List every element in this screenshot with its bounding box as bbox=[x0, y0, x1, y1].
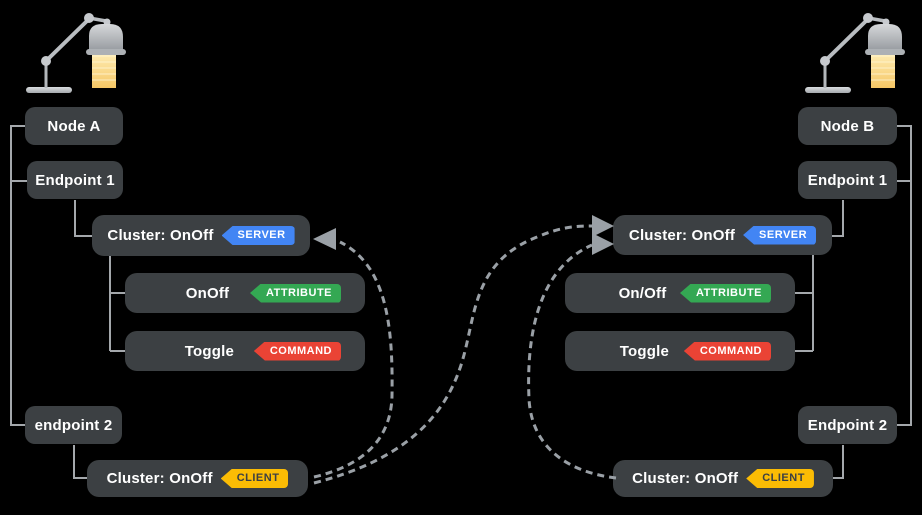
client-badge: CLIENT bbox=[746, 469, 814, 488]
client-badge: CLIENT bbox=[220, 469, 289, 488]
node-b-endpoint2-box: Endpoint 2 bbox=[798, 406, 897, 444]
attribute-badge: ATTRIBUTE bbox=[249, 283, 341, 303]
attribute-a-label: OnOff bbox=[185, 284, 230, 302]
command-badge: COMMAND bbox=[683, 341, 771, 361]
desk-lamp-icon bbox=[803, 11, 907, 95]
cluster-server-b-label: Cluster: OnOff bbox=[628, 226, 736, 244]
node-a-endpoint2-box: endpoint 2 bbox=[25, 406, 122, 444]
command-badge: COMMAND bbox=[253, 341, 341, 361]
arrowhead-into-server-a bbox=[313, 228, 336, 250]
arrowhead-into-server-b-upper bbox=[592, 215, 614, 237]
attribute-b-label: On/Off bbox=[618, 284, 667, 302]
cluster-client-b-label: Cluster: OnOff bbox=[632, 470, 739, 487]
node-a-cluster-server-box: Cluster: OnOff SERVER bbox=[92, 215, 310, 256]
command-b-label: Toggle bbox=[619, 342, 670, 360]
node-a-cluster-client-box: Cluster: OnOff CLIENT bbox=[87, 460, 308, 497]
attribute-badge: ATTRIBUTE bbox=[679, 283, 771, 303]
node-a-attribute-box: OnOff ATTRIBUTE bbox=[125, 273, 365, 313]
endpoint2-a-label: endpoint 2 bbox=[34, 416, 113, 434]
cluster-client-a-label: Cluster: OnOff bbox=[106, 470, 213, 487]
node-b-box: Node B bbox=[798, 107, 897, 145]
server-badge: SERVER bbox=[743, 225, 817, 245]
node-b-endpoint1-box: Endpoint 1 bbox=[798, 161, 897, 199]
node-b-label: Node B bbox=[820, 117, 875, 135]
node-a-label: Node A bbox=[47, 117, 101, 135]
endpoint1-b-label: Endpoint 1 bbox=[807, 171, 888, 189]
endpoint2-b-label: Endpoint 2 bbox=[807, 416, 888, 434]
node-b-cluster-server-box: Cluster: OnOff SERVER bbox=[613, 215, 832, 255]
node-a-box: Node A bbox=[25, 107, 123, 145]
arrowhead-into-server-b-lower bbox=[592, 233, 614, 255]
node-b-cluster-client-box: Cluster: OnOff CLIENT bbox=[613, 460, 833, 497]
desk-lamp-icon bbox=[24, 11, 128, 95]
endpoint1-a-label: Endpoint 1 bbox=[35, 171, 115, 189]
node-b-attribute-box: On/Off ATTRIBUTE bbox=[565, 273, 795, 313]
server-badge: SERVER bbox=[221, 226, 295, 245]
node-b-command-box: Toggle COMMAND bbox=[565, 331, 795, 371]
node-a-endpoint1-box: Endpoint 1 bbox=[27, 161, 123, 199]
cluster-server-a-label: Cluster: OnOff bbox=[107, 227, 214, 244]
command-a-label: Toggle bbox=[184, 342, 235, 360]
node-a-command-box: Toggle COMMAND bbox=[125, 331, 365, 371]
